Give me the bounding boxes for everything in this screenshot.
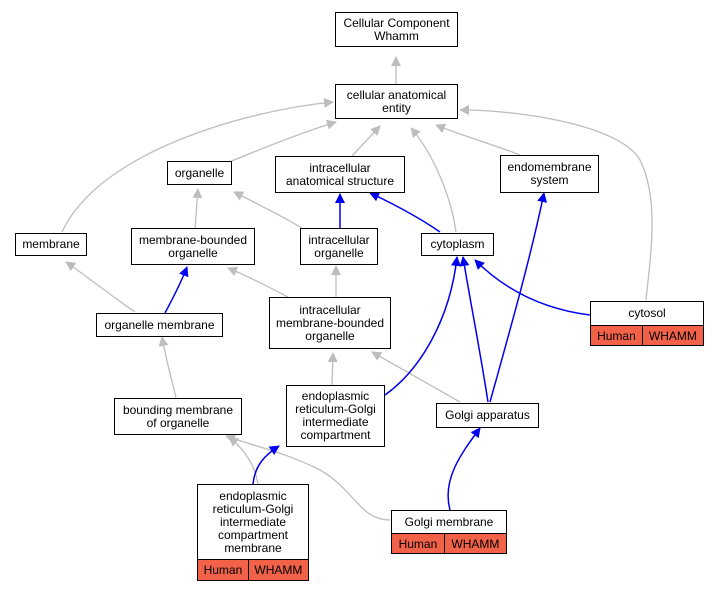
node-bounding-membrane-of-organelle[interactable]: bounding membrane of organelle [114, 398, 242, 435]
node-label: bounding membrane of organelle [122, 402, 234, 430]
node-label: membrane [22, 237, 80, 251]
node-label: Cellular Component Whamm [343, 15, 450, 43]
edge-imbo-to-mbo [227, 266, 289, 298]
edge-ergic-to-imbo [327, 352, 338, 386]
annotation-human[interactable]: Human [392, 534, 445, 553]
edge-cytoplasm-to-cae [410, 127, 457, 233]
node-label: intracellular membrane-bounded organelle [275, 302, 385, 343]
edge-ias-to-cae [351, 125, 381, 157]
edge-organelle-to-cae [221, 119, 337, 166]
node-cytosol[interactable]: cytosol [590, 301, 704, 326]
edge-io-to-organelle [233, 191, 303, 229]
node-label: intracellular organelle [308, 232, 370, 260]
edge-ergicmem-partof-ergic [252, 445, 280, 485]
edge-mbo-to-organelle [192, 188, 203, 230]
node-label: Golgi membrane [404, 514, 494, 529]
node-membrane[interactable]: membrane [15, 233, 87, 256]
node-intracellular-organelle[interactable]: intracellular organelle [300, 228, 378, 265]
node-label: endoplasmic reticulum-Golgi intermediate… [295, 389, 376, 442]
edge-golgi-to-imbo [371, 351, 461, 403]
node-label: organelle membrane [104, 317, 215, 332]
annotation-human[interactable]: Human [198, 560, 249, 580]
edge-om-partof-mbo [164, 266, 189, 314]
node-cellular-component-whamm[interactable]: Cellular Component Whamm [335, 12, 458, 47]
node-label: endoplasmic reticulum-Golgi intermediate… [212, 488, 294, 555]
node-golgi-apparatus[interactable]: Golgi apparatus [436, 403, 539, 428]
annotation-row-golgi-membrane: Human WHAMM [391, 534, 507, 554]
node-organelle[interactable]: organelle [167, 161, 232, 185]
edge-bmo-to-om [158, 336, 177, 399]
annotation-row-ergic-membrane: Human WHAMM [197, 560, 309, 581]
node-er-golgi-intermediate-compartment-membrane[interactable]: endoplasmic reticulum-Golgi intermediate… [197, 484, 309, 560]
node-cellular-anatomical-entity[interactable]: cellular anatomical entity [335, 84, 458, 119]
node-label: Golgi apparatus [445, 408, 530, 422]
edge-om-to-membrane [65, 261, 136, 313]
node-er-golgi-intermediate-compartment[interactable]: endoplasmic reticulum-Golgi intermediate… [286, 385, 385, 447]
node-organelle-membrane[interactable]: organelle membrane [96, 313, 223, 337]
edge-ergic-partof-cytoplasm [384, 256, 461, 396]
annotation-row-cytosol: Human WHAMM [590, 326, 704, 346]
node-intracellular-anatomical-structure[interactable]: intracellular anatomical structure [275, 156, 405, 193]
annotation-whamm[interactable]: WHAMM [444, 534, 506, 553]
edge-golgi-partof-cytoplasm [459, 256, 489, 403]
annotation-whamm[interactable]: WHAMM [642, 326, 703, 345]
node-label: cellular anatomical entity [346, 87, 447, 115]
annotation-whamm[interactable]: WHAMM [248, 560, 308, 580]
edge-membrane-to-cae [61, 97, 334, 233]
node-label: endomembrane system [507, 160, 592, 187]
node-cytoplasm[interactable]: cytoplasm [421, 233, 494, 256]
edge-golgimem-to-bmo [225, 434, 391, 521]
edge-cytosol-partof-cytoplasm [474, 259, 591, 316]
edge-cytoplasm-partof-ias [369, 192, 441, 233]
edge-endomembrane-to-cae [435, 123, 521, 156]
node-label: intracellular anatomical structure [285, 160, 395, 188]
node-label: cytoplasm [430, 237, 485, 251]
node-endomembrane-system[interactable]: endomembrane system [500, 155, 599, 193]
edge-golgi-partof-endomembrane [489, 192, 548, 403]
node-label: membrane-bounded organelle [138, 232, 248, 260]
node-golgi-membrane[interactable]: Golgi membrane [391, 510, 507, 534]
annotation-human[interactable]: Human [591, 326, 643, 345]
node-label: organelle [174, 165, 225, 180]
node-intracellular-membrane-bounded-organelle[interactable]: intracellular membrane-bounded organelle [269, 297, 391, 349]
edge-golgimem-partof-golgi [447, 427, 481, 511]
node-membrane-bounded-organelle[interactable]: membrane-bounded organelle [131, 228, 255, 265]
edge-cytosol-to-cae [459, 105, 653, 301]
node-label: cytosol [628, 306, 666, 320]
